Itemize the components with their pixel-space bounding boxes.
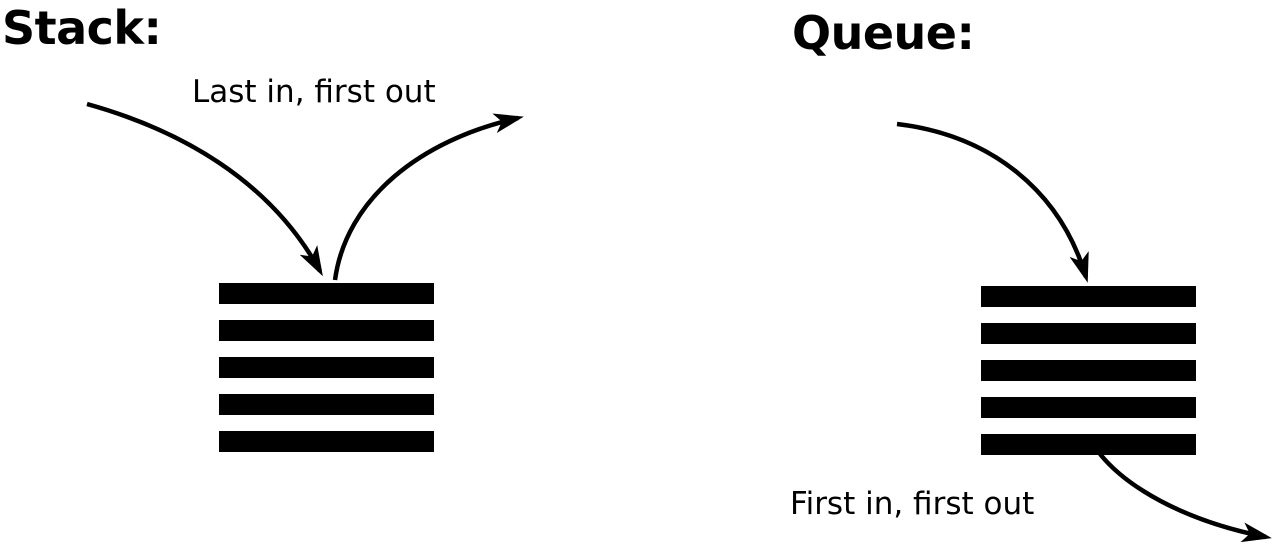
queue-items bbox=[981, 286, 1196, 455]
queue-enqueue-arrow bbox=[896, 121, 1089, 283]
queue-item-bar bbox=[981, 397, 1196, 418]
queue-title: Queue: bbox=[792, 6, 975, 60]
stack-push-arrow bbox=[86, 101, 323, 277]
stack-item-bar bbox=[219, 283, 434, 304]
queue-item-bar bbox=[981, 434, 1196, 455]
stack-title: Stack: bbox=[2, 1, 162, 55]
queue-item-bar bbox=[981, 323, 1196, 344]
stack-item-bar bbox=[219, 320, 434, 341]
queue-item-bar bbox=[981, 360, 1196, 381]
stack-item-bar bbox=[219, 357, 434, 378]
stack-caption: Last in, first out bbox=[192, 74, 436, 110]
stack-pop-arrow bbox=[332, 113, 524, 281]
queue-item-bar bbox=[981, 286, 1196, 307]
queue-caption: First in, first out bbox=[790, 486, 1035, 522]
queue-dequeue-arrow bbox=[1098, 452, 1272, 543]
stack-item-bar bbox=[219, 394, 434, 415]
stack-items bbox=[219, 283, 434, 452]
stack-item-bar bbox=[219, 431, 434, 452]
